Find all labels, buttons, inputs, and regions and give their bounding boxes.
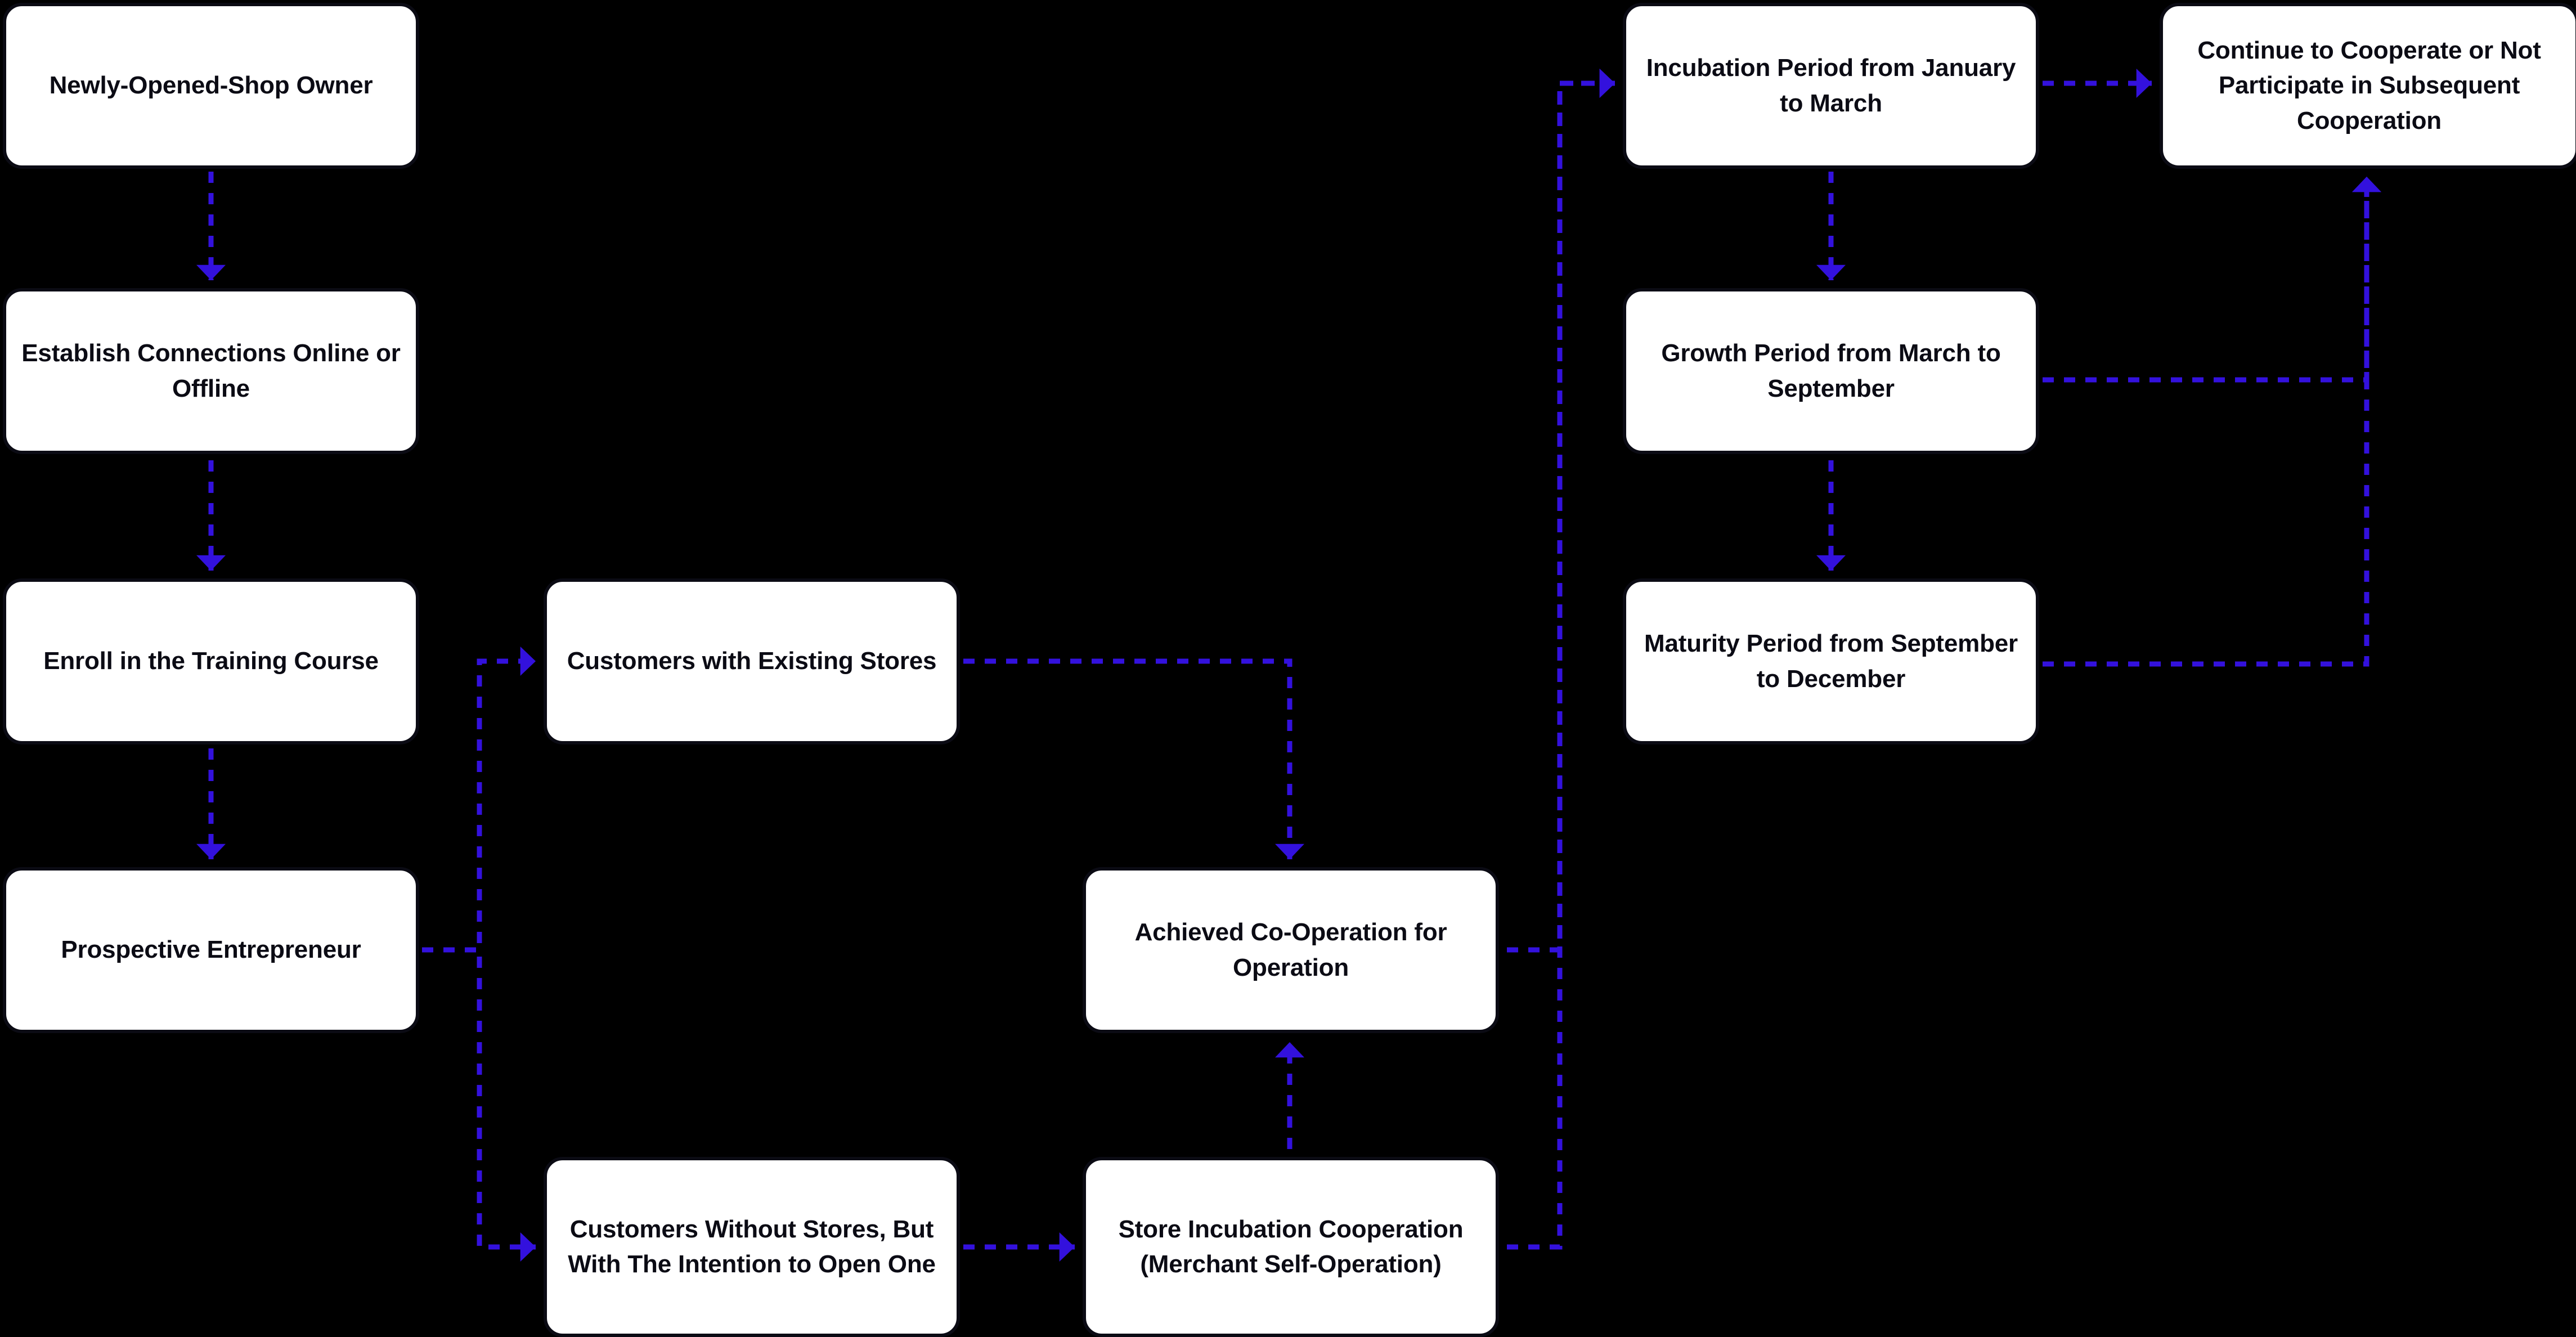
- edge-e-incubation-to-continue: [2043, 69, 2152, 98]
- arrowhead-icon: [196, 264, 226, 280]
- arrowhead-icon: [1059, 1232, 1075, 1262]
- edge-line: [422, 658, 536, 953]
- edge-e-prospective-to-without-stores: [422, 947, 536, 1262]
- node-incubation-period[interactable]: Incubation Period from January to March: [1623, 3, 2039, 169]
- edge-e-enroll-to-prospective: [196, 748, 226, 859]
- node-label: Maturity Period from September to Decemb…: [1644, 630, 2018, 693]
- node-achieved-cooperation[interactable]: Achieved Co-Operation for Operation: [1083, 867, 1499, 1033]
- node-label: Store Incubation Cooperation (Merchant S…: [1118, 1215, 1464, 1278]
- edge-e-incubation-to-achieved: [1275, 1042, 1304, 1149]
- arrowhead-icon: [1275, 1042, 1304, 1058]
- node-label: Achieved Co-Operation for Operation: [1134, 918, 1447, 981]
- arrowhead-icon: [1599, 69, 1615, 98]
- edge-e-without-stores-to-incubation: [963, 1232, 1075, 1262]
- edge-e-growth-to-maturity: [1816, 460, 1846, 571]
- edge-e-connections-to-enroll: [196, 460, 226, 571]
- edge-line: [2043, 177, 2369, 667]
- node-store-incubation[interactable]: Store Incubation Cooperation (Merchant S…: [1083, 1157, 1499, 1337]
- edge-line: [422, 947, 536, 1250]
- node-enroll-training-course[interactable]: Enroll in the Training Course: [3, 578, 419, 744]
- edge-line: [2043, 177, 2369, 383]
- edge-e-prospective-to-with-stores: [422, 647, 536, 953]
- edge-line: [963, 658, 1293, 859]
- edge-line: [1507, 80, 1615, 953]
- node-label: Incubation Period from January to March: [1646, 54, 2016, 117]
- node-continue-or-not[interactable]: Continue to Cooperate or Not Participate…: [2160, 3, 2576, 169]
- node-label: Customers with Existing Stores: [567, 647, 937, 675]
- node-establish-connections[interactable]: Establish Connections Online or Offline: [3, 288, 419, 454]
- edge-e-with-stores-to-achieved: [963, 658, 1304, 859]
- arrowhead-icon: [1599, 69, 1615, 98]
- node-customers-without-stores[interactable]: Customers Without Stores, But With The I…: [544, 1157, 960, 1337]
- node-growth-period[interactable]: Growth Period from March to September: [1623, 288, 2039, 454]
- arrowhead-icon: [520, 1232, 536, 1262]
- node-newly-opened-shop-owner[interactable]: Newly-Opened-Shop Owner: [3, 3, 419, 169]
- edge-e-incubation-to-growth: [1816, 172, 1846, 280]
- node-label: Establish Connections Online or Offline: [21, 339, 401, 402]
- node-label: Prospective Entrepreneur: [61, 936, 361, 964]
- arrowhead-icon: [1816, 264, 1846, 280]
- node-label: Growth Period from March to September: [1661, 339, 2001, 402]
- edge-line: [1507, 80, 1615, 1250]
- edge-e-growth-to-continue: [2043, 177, 2381, 383]
- arrowhead-icon: [2352, 177, 2381, 192]
- arrowhead-icon: [196, 844, 226, 859]
- node-label: Enroll in the Training Course: [43, 647, 379, 675]
- node-prospective-entrepreneur[interactable]: Prospective Entrepreneur: [3, 867, 419, 1033]
- arrowhead-icon: [196, 555, 226, 571]
- node-maturity-period[interactable]: Maturity Period from September to Decemb…: [1623, 578, 2039, 744]
- arrowhead-icon: [1275, 844, 1304, 859]
- arrowhead-icon: [2352, 177, 2381, 192]
- arrowhead-icon: [1816, 555, 1846, 571]
- node-label: Customers Without Stores, But With The I…: [568, 1215, 936, 1278]
- arrowhead-icon: [2136, 69, 2152, 98]
- arrowhead-icon: [520, 647, 536, 676]
- node-label: Continue to Cooperate or Not Participate…: [2197, 36, 2541, 134]
- edge-e-maturity-to-continue: [2043, 177, 2381, 667]
- edge-e-achieved-to-incubation-period: [1507, 69, 1615, 953]
- edge-e-owner-to-connections: [196, 172, 226, 280]
- node-customers-with-stores[interactable]: Customers with Existing Stores: [544, 578, 960, 744]
- node-label: Newly-Opened-Shop Owner: [49, 71, 373, 100]
- edge-e-store-to-incubation-period: [1507, 69, 1615, 1250]
